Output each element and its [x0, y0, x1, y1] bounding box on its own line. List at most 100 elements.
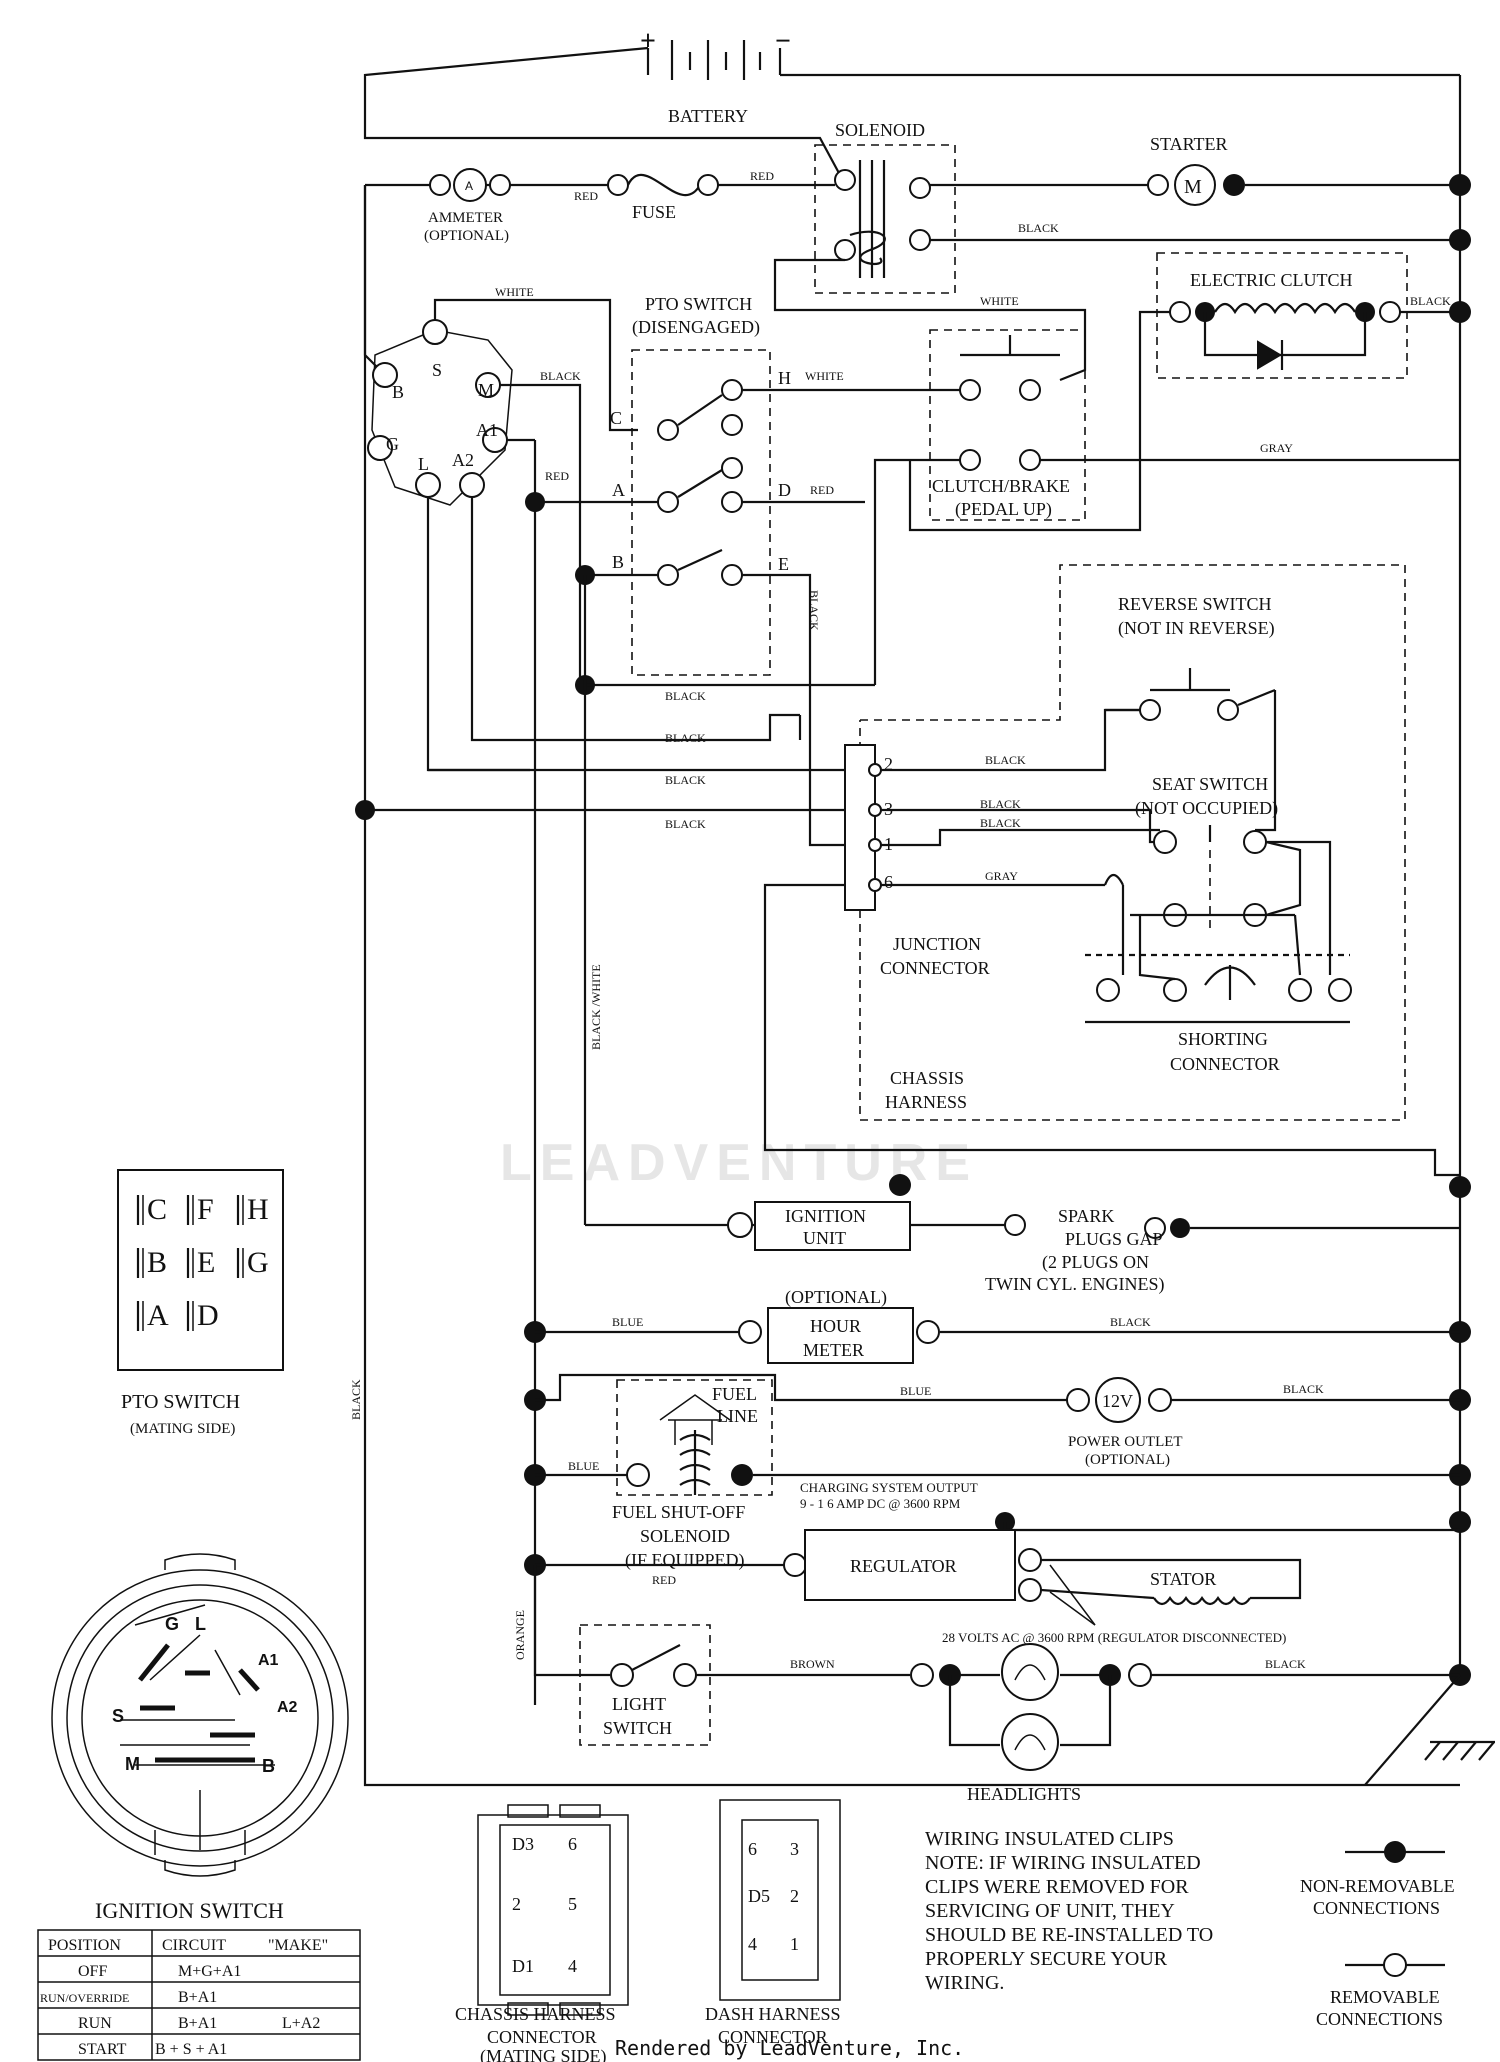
ign-term-A2: A2: [452, 450, 474, 470]
volts-label: 28 VOLTS AC @ 3600 RPM (REGULATOR DISCON…: [942, 1630, 1286, 1645]
pto-switch-schematic: PTO SWITCH (DISENGAGED) C H A D B E WHIT…: [525, 294, 960, 715]
battery-minus: −: [775, 26, 791, 57]
dash-pin-2: 2: [790, 1886, 799, 1906]
hour-label-2: METER: [803, 1340, 864, 1360]
ignition-unit-label-1: IGNITION: [785, 1206, 866, 1226]
pto-term-D: D: [778, 480, 791, 500]
headlights-label: HEADLIGHTS: [967, 1784, 1081, 1804]
ignition-switch-label: IGNITION SWITCH: [95, 1898, 284, 1923]
pto-mating-label-1: PTO SWITCH: [121, 1391, 240, 1413]
ign-table-circuit: M+G+A1: [178, 1963, 241, 1980]
ign-face-A1: A1: [258, 1652, 279, 1669]
charging-label-1: CHARGING SYSTEM OUTPUT: [800, 1480, 978, 1495]
connector-label: CONNECTOR: [880, 958, 990, 978]
hour-meter: (OPTIONAL) HOUR METER BLUE BLACK: [535, 1287, 1460, 1364]
wire-orange: ORANGE: [513, 1610, 527, 1660]
ign-face-B: B: [262, 1756, 275, 1776]
spark-label-4: TWIN CYL. ENGINES): [985, 1274, 1164, 1295]
junction-pin-2: 2: [884, 754, 893, 774]
chassis-harness-connector: D3 6 2 5 D1 4 CHASSIS HARNESS CONNECTOR …: [455, 1804, 629, 2062]
pto-mating-terminal-C: C: [147, 1193, 167, 1226]
wire-red-fuse: RED: [750, 169, 774, 183]
battery-plus: +: [640, 26, 656, 57]
junction-label: JUNCTION: [893, 934, 981, 954]
wire-black-j6: BLACK: [980, 816, 1021, 830]
chassis-conn-label-3: (MATING SIDE): [480, 2046, 606, 2062]
headlights: BLACK HEADLIGHTS: [910, 1643, 1460, 1804]
pto-mating-terminal-H: H: [247, 1193, 269, 1226]
power-label-1: POWER OUTLET: [1068, 1434, 1183, 1450]
ammeter: A AMMETER (OPTIONAL) RED: [424, 168, 598, 244]
footer-text: Rendered by LeadVenture, Inc.: [615, 2036, 964, 2060]
wire-brown: BROWN: [790, 1657, 835, 1671]
clutch-brake-label: CLUTCH/BRAKE: [932, 476, 1070, 496]
starter: M STARTER: [930, 134, 1460, 206]
dash-conn-label-1: DASH HARNESS: [705, 2004, 841, 2024]
note-line-4: SHOULD BE RE-INSTALLED TO: [925, 1924, 1213, 1946]
fuel-line-label-1: FUEL: [712, 1384, 757, 1404]
note-line-3: SERVICING OF UNIT, THEY: [925, 1900, 1175, 1922]
note-line-1: NOTE: IF WIRING INSULATED: [925, 1852, 1201, 1874]
ground-symbol: [1364, 1674, 1495, 1786]
wire-blue-power: BLUE: [900, 1384, 931, 1398]
wire-gray-j: GRAY: [985, 869, 1018, 883]
chassis-pin-6: 6: [568, 1834, 577, 1854]
wire-black-hour: BLACK: [1110, 1315, 1151, 1329]
pto-mating-terminal-F: F: [197, 1193, 214, 1226]
wire-black-white: BLACK /WHITE: [589, 964, 603, 1050]
wire-black-left: BLACK: [349, 1379, 363, 1420]
hour-optional-label: (OPTIONAL): [785, 1287, 887, 1308]
charging-label-2: 9 - 1 6 AMP DC @ 3600 RPM: [800, 1496, 961, 1511]
dash-pin-1: 1: [790, 1934, 799, 1954]
pto-mating-terminal-D: D: [197, 1299, 219, 1332]
battery-label: BATTERY: [668, 106, 748, 126]
ignition-schematic: S B M G A1 L A2 WHITE BLACK RED: [363, 185, 800, 1705]
pto-term-A: A: [612, 480, 625, 500]
pto-mating-terminal-E: E: [197, 1246, 215, 1279]
seat-switch: SEAT SWITCH (NOT OCCUPIED) SHORTING CONN…: [1085, 774, 1352, 1074]
reverse-switch: REVERSE SWITCH (NOT IN REVERSE): [1105, 594, 1277, 832]
chassis-label: CHASSIS: [890, 1068, 964, 1088]
light-label-2: SWITCH: [603, 1718, 672, 1738]
fuel-sol-label-1: FUEL SHUT-OFF: [612, 1502, 745, 1522]
starter-symbol: M: [1184, 176, 1202, 198]
ign-term-A1: A1: [476, 420, 498, 440]
chassis-pin-D3: D3: [512, 1834, 534, 1854]
pto-switch-label: PTO SWITCH: [645, 294, 752, 314]
power-symbol: 12V: [1102, 1391, 1133, 1411]
wire-blue-hour: BLUE: [612, 1315, 643, 1329]
battery: + − BATTERY: [640, 26, 791, 126]
electric-clutch: ELECTRIC CLUTCH BLACK: [908, 252, 1460, 532]
pto-disengaged-label: (DISENGAGED): [632, 317, 760, 338]
ignition-unit-label-2: UNIT: [803, 1228, 846, 1248]
wire-red-ign: RED: [545, 469, 569, 483]
wire-black-clutch: BLACK: [1410, 294, 1451, 308]
fuse: FUSE RED: [607, 169, 774, 222]
shorting-connector-label: CONNECTOR: [1170, 1054, 1280, 1074]
note-line-5: PROPERLY SECURE YOUR: [925, 1948, 1168, 1970]
dash-pin-D5: D5: [748, 1886, 770, 1906]
clutch-brake: CLUTCH/BRAKE (PEDAL UP) GRAY: [873, 329, 1460, 685]
ign-table-header-position: POSITION: [48, 1937, 121, 1954]
note-title: WIRING INSULATED CLIPS: [925, 1828, 1174, 1850]
hour-label-1: HOUR: [810, 1316, 861, 1336]
ign-face-A2: A2: [277, 1699, 298, 1716]
wire-white-pto: WHITE: [805, 369, 844, 383]
pto-term-E: E: [778, 554, 789, 574]
regulator-label: REGULATOR: [850, 1556, 957, 1576]
legend-non-removable-1: NON-REMOVABLE: [1300, 1876, 1455, 1896]
pto-mating-terminal-G: G: [247, 1246, 269, 1279]
chassis-pin-D1: D1: [512, 1956, 534, 1976]
ign-face-S: S: [112, 1706, 124, 1726]
ign-table-position: START: [78, 2041, 127, 2058]
ign-table-header-circuit: CIRCUIT: [162, 1937, 226, 1954]
ammeter-label: AMMETER: [428, 210, 503, 226]
spark-label-3: (2 PLUGS ON: [1042, 1252, 1149, 1273]
ign-table-circuit: B+A1: [178, 2015, 217, 2032]
ign-term-B: B: [392, 382, 404, 402]
dash-pin-4: 4: [748, 1934, 757, 1954]
fuel-line-label-2: LINE: [717, 1406, 758, 1426]
spark-label-2: PLUGS GAP: [1065, 1229, 1163, 1249]
ign-term-G: G: [386, 434, 399, 454]
